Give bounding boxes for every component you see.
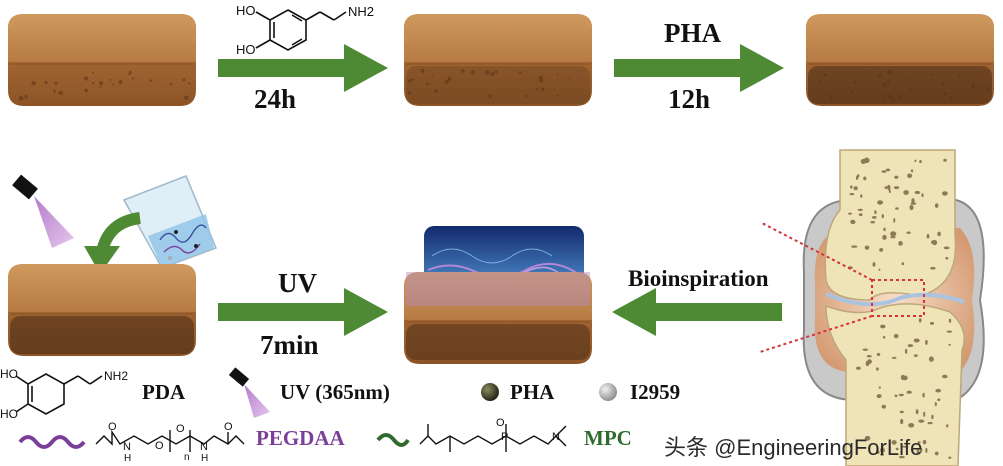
legend-uv-icon: [229, 367, 270, 418]
pegdaa-n1: N: [123, 441, 131, 453]
hydrogel-sponge: [404, 226, 592, 364]
arrow-bioinspiration: [612, 288, 782, 336]
legend-pda-oh-top: HO: [0, 367, 18, 381]
legend-pda-label: PDA: [142, 380, 185, 405]
watermark: 头条 @EngineeringForLife: [664, 430, 922, 462]
legend-mpc-wave: [378, 435, 408, 445]
legend-i2959-ball: [599, 383, 617, 401]
dopamine-oh-top: HO: [236, 3, 256, 18]
pegdaa-o4: O: [224, 421, 233, 433]
mpc-n: N: [552, 431, 560, 443]
bioinspiration-label: Bioinspiration: [628, 266, 769, 292]
pegdaa-o2: O: [155, 440, 164, 452]
mpc-p: P: [501, 431, 508, 443]
pegdaa-n2: N: [200, 441, 208, 453]
legend-pda-amine: NH2: [104, 369, 128, 383]
legend-pha-label: PHA: [510, 380, 554, 405]
legend-uv-label: UV (365nm): [280, 380, 390, 405]
step2-reagent-label: PHA: [664, 18, 721, 49]
sponge-pha-loaded: [806, 14, 994, 106]
dopamine-structure: [256, 10, 346, 50]
pegdaa-o1: O: [108, 421, 117, 433]
pegdaa-h1: H: [124, 453, 131, 464]
legend-pegdaa-label: PEGDAA: [256, 426, 345, 451]
step1-time-label: 24h: [254, 84, 296, 115]
pegdaa-h2: H: [201, 453, 208, 464]
step2-time-label: 12h: [668, 84, 710, 115]
legend-pha-ball: [481, 383, 499, 401]
mpc-o: O: [496, 417, 505, 429]
legend-mpc-label: MPC: [584, 426, 632, 451]
legend-pegdaa-wave: [20, 437, 84, 447]
step3-method-label: UV: [278, 268, 317, 299]
pegdaa-o3: O: [176, 423, 185, 435]
pegdaa-structure: [96, 430, 244, 452]
uv-lamp-icon: [12, 175, 74, 248]
legend-pda-structure: [16, 374, 102, 414]
legend-pda-oh-bottom: HO: [0, 407, 18, 421]
pegdaa-sub-n: n: [184, 452, 190, 463]
sponge-raw: [8, 14, 196, 106]
sponge-precursor: [8, 264, 196, 356]
dopamine-oh-bottom: HO: [236, 42, 256, 57]
step3-time-label: 7min: [260, 330, 319, 361]
legend-i2959-label: I2959: [630, 380, 680, 405]
knee-joint-illustration: [760, 150, 984, 466]
sponge-pda-coated: [404, 14, 592, 106]
mpc-structure: [420, 424, 566, 452]
dopamine-amine: NH2: [348, 4, 374, 19]
